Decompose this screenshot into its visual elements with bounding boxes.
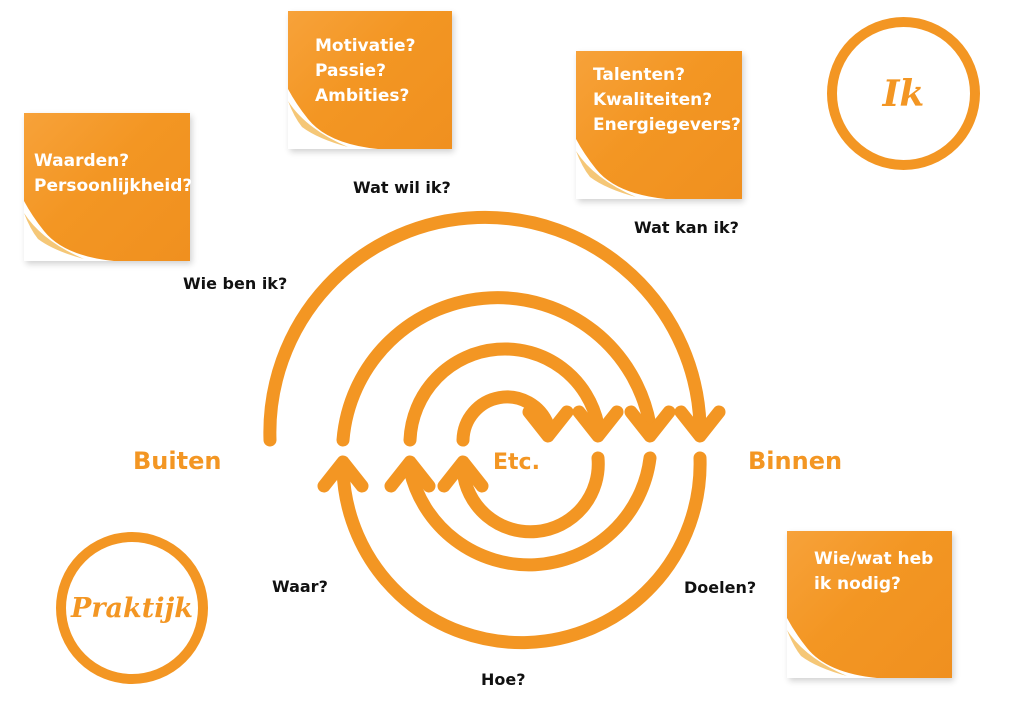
note-line: Wie/wat heb <box>814 549 934 569</box>
note-line: Persoonlijkheid? <box>34 176 193 196</box>
top-arc-4 <box>456 390 555 447</box>
bottom-arc-3 <box>456 451 605 539</box>
arrow-down-icon <box>522 405 574 443</box>
arrow-up-icon <box>437 455 489 493</box>
label-buiten: Buiten <box>133 447 222 475</box>
note-line: Waarden? <box>34 151 130 171</box>
note-line: ik nodig? <box>814 574 901 594</box>
label-etc: Etc. <box>493 450 540 475</box>
circle-praktijk-label: Praktijk <box>71 592 193 624</box>
arrow-up-icon <box>384 455 436 493</box>
bottom-arc-1 <box>336 451 707 650</box>
top-arc-1 <box>263 210 707 447</box>
label-doelen: Doelen? <box>684 578 757 597</box>
circle-ik-label: Ik <box>882 72 925 115</box>
circle-ik: Ik <box>827 17 980 170</box>
label-wie-ben-ik: Wie ben ik? <box>183 274 288 293</box>
label-binnen: Binnen <box>748 447 843 475</box>
bottom-arc-2 <box>403 451 657 572</box>
label-wat-kan-ik: Wat kan ik? <box>634 218 739 237</box>
label-wat-wil-ik: Wat wil ik? <box>353 178 451 197</box>
top-arc-3 <box>403 342 605 447</box>
arrow-up-icon <box>317 455 369 493</box>
arrow-down-icon <box>624 405 676 443</box>
sticky-note-nodig: Wie/wat heb ik nodig? <box>787 531 952 678</box>
circle-praktijk: Praktijk <box>56 532 208 684</box>
note-line: Talenten? <box>593 65 685 85</box>
arrow-down-icon <box>572 405 624 443</box>
note-line: Energiegevers? <box>593 115 741 135</box>
sticky-note-talenten: Talenten? Kwaliteiten? Energiegevers? <box>576 51 742 199</box>
label-waar: Waar? <box>272 577 328 596</box>
arrow-down-icon <box>674 405 726 443</box>
top-arc-2 <box>336 291 657 447</box>
note-line: Kwaliteiten? <box>593 90 713 110</box>
note-line: Passie? <box>315 61 386 81</box>
note-line: Motivatie? <box>315 36 416 56</box>
note-line: Ambities? <box>315 86 410 106</box>
label-hoe: Hoe? <box>481 670 526 689</box>
